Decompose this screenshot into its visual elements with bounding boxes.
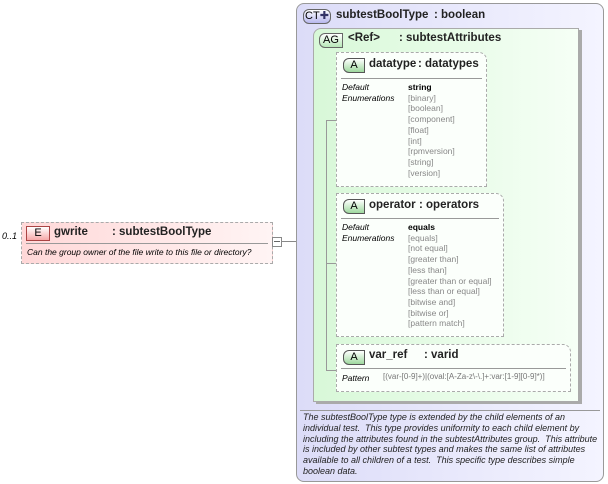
- complex-type-badge: CT✚: [303, 9, 331, 24]
- attribute-name: datatype: [369, 58, 417, 70]
- default-label: Default: [342, 222, 369, 232]
- enumeration-list: [equals][not equal][greater than][less t…: [408, 232, 492, 329]
- attribute-type: : operators: [419, 199, 480, 211]
- enumeration-list: [binary][boolean][component][float][int]…: [408, 92, 455, 178]
- pattern-label: Pattern: [342, 373, 370, 383]
- tree-line: [326, 120, 327, 370]
- complex-type-description: The subtestBoolType type is extended by …: [303, 412, 598, 476]
- element-badge: E: [26, 226, 50, 241]
- attribute-badge: A: [343, 58, 365, 73]
- tree-branch: [326, 263, 336, 264]
- attribute-group-badge: AG: [319, 33, 343, 48]
- attribute-datatype[interactable]: A datatype : datatypes Default Enumerati…: [336, 52, 487, 187]
- complex-type-name: subtestBoolType: [336, 9, 429, 21]
- default-value: equals: [408, 222, 435, 232]
- attribute-group-type: : subtestAttributes: [399, 32, 502, 44]
- attribute-var-ref[interactable]: A var_ref : varid Pattern [(var-[0-9]+)|…: [336, 344, 571, 392]
- pattern-value: [(var-[0-9]+)|(oval:[A-Za-z\-\.]+:var:[1…: [383, 372, 545, 381]
- attribute-type: : datatypes: [418, 58, 479, 70]
- attribute-name: var_ref: [369, 349, 408, 361]
- plus-icon: ✚: [319, 10, 329, 22]
- occurrence-label: 0..1: [2, 231, 18, 241]
- tree-branch: [326, 370, 336, 371]
- enumerations-label: Enumerations: [342, 232, 395, 243]
- attribute-badge: A: [343, 350, 365, 365]
- tree-branch: [326, 120, 336, 121]
- collapse-toggle[interactable]: [272, 237, 282, 247]
- element-name: gwrite: [54, 226, 88, 238]
- complex-type-type: : boolean: [434, 9, 486, 21]
- attribute-name: operator: [369, 199, 416, 211]
- attribute-badge: A: [343, 199, 365, 214]
- enumerations-label: Enumerations: [342, 92, 395, 103]
- element-gwrite[interactable]: E gwrite : subtestBoolType Can the group…: [21, 222, 273, 264]
- attribute-type: : varid: [424, 349, 459, 361]
- element-type: : subtestBoolType: [112, 226, 212, 238]
- element-description: Can the group owner of the file write to…: [27, 247, 252, 257]
- default-label: Default: [342, 82, 369, 92]
- attribute-operator[interactable]: A operator : operators Default Enumerati…: [336, 193, 504, 337]
- default-value: string: [408, 82, 432, 92]
- connector-line: [282, 241, 296, 242]
- attribute-group-name: <Ref>: [348, 32, 380, 44]
